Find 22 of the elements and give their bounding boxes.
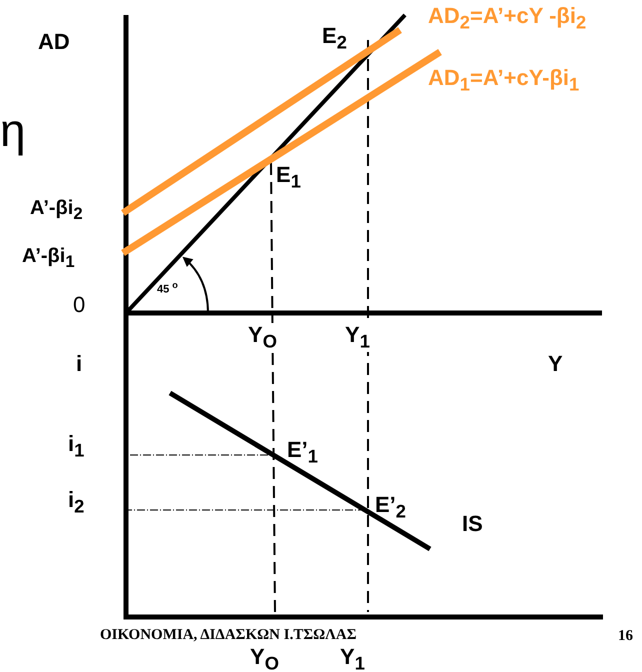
- tick-label: A’-βi$_{2}$: [30, 197, 83, 224]
- tick-label: Y$_{1}$: [345, 323, 370, 352]
- point-label: E’$_{1}$: [287, 438, 318, 467]
- footer-text: ΟΙΚΟΝΟΜΙΑ, ΔΙΔΑΣΚΩΝ Ι.ΤΣΩΛΑΣ: [100, 627, 357, 644]
- tick-label: Y$_{1}$: [340, 645, 365, 672]
- axis-label: AD: [38, 30, 70, 54]
- tick-label: 0: [73, 293, 86, 318]
- cut-off-text: η: [0, 105, 26, 156]
- curve-label: IS: [462, 512, 483, 536]
- tick-label: i$_{1}$: [68, 432, 84, 461]
- axis-label: Y: [548, 352, 563, 376]
- point-label: E$_{1}$: [276, 163, 301, 192]
- curve-label: AD$_{2}$=A’+cY -βi$_{2}$: [428, 4, 586, 33]
- tick-label: A’-βi$_{1}$: [22, 245, 75, 272]
- page-number: 16: [618, 628, 633, 644]
- angle-label: 45 $^{o}$: [157, 280, 178, 296]
- tick-label: i$_{2}$: [68, 488, 84, 517]
- axis-label: i: [76, 352, 82, 376]
- tick-label: Y$_{O}$: [250, 645, 279, 672]
- point-label: E$_{2}$: [322, 24, 347, 53]
- curve-label: AD$_{1}$=A’+cY-βi$_{1}$: [428, 66, 580, 95]
- point-label: E’$_{2}$: [375, 493, 406, 522]
